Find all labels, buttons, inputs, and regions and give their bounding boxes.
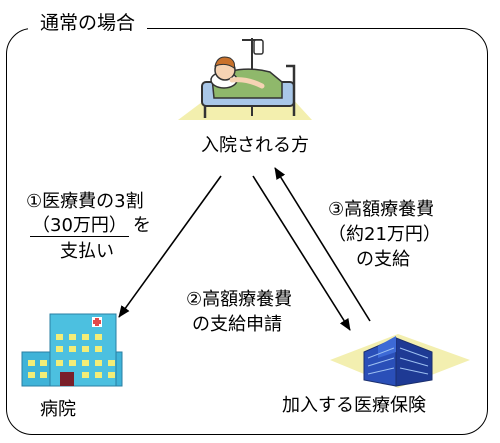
arrow-patient-to-insurer <box>252 175 351 331</box>
diagram-frame <box>6 28 488 435</box>
step1-particle: を <box>132 215 151 236</box>
step2-line2: の支給申請 <box>192 314 282 335</box>
step1-line2: （30万円）を <box>30 214 151 238</box>
arrow-patient-to-hospital <box>118 175 222 318</box>
step3-line1: ③高額療養費 <box>328 199 435 220</box>
arrow-insurer-to-patient <box>274 167 371 322</box>
diagram-title: 通常の場合 <box>28 10 148 36</box>
step3-line2: （約21万円） <box>328 224 441 245</box>
hospital-label: 病院 <box>40 399 76 420</box>
insurer-label: 加入する医療保険 <box>282 395 426 416</box>
step2-line1: ②高額療養費 <box>186 289 293 310</box>
patient-label: 入院される方 <box>201 135 309 156</box>
step1-line1: ①医療費の3割 <box>26 191 144 212</box>
step3-line3: の支給 <box>356 249 410 270</box>
step1-amount: （30万円） <box>30 215 129 237</box>
step1-line3: 支払い <box>60 241 114 262</box>
